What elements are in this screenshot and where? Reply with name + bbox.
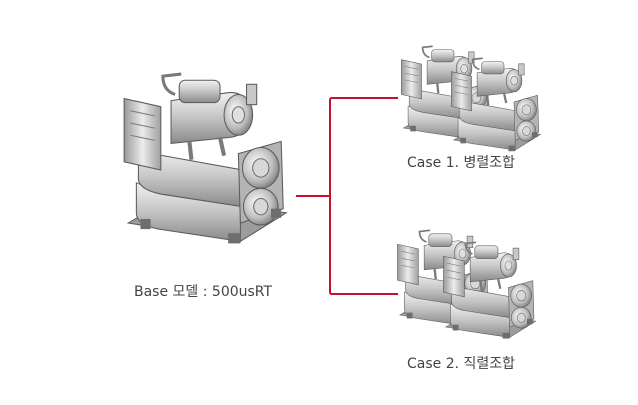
connector-to-case1 [329,97,398,295]
case2-caption: Case 2. 직렬조합 [407,356,516,372]
case1-chiller-image [400,45,542,153]
case1-caption: Case 1. 병렬조합 [407,155,516,171]
connector-bracket [296,97,398,295]
base-model-caption: Base 모델 : 500usRT [134,284,273,300]
base-chiller-image [124,74,286,243]
case2-chiller-image [396,229,537,340]
